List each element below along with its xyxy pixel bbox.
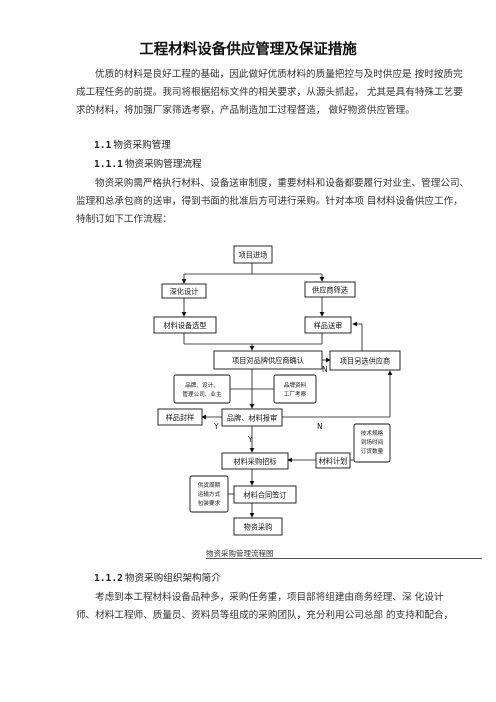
flow-node-sample-review — [304, 316, 352, 334]
flow-text-purchase: 物资采购 — [244, 523, 273, 532]
flow-node-contract-sign — [233, 485, 297, 504]
heading-number: 1.1 — [94, 140, 112, 151]
flow-node-brand-review — [221, 408, 283, 427]
flow-text-brand-confirm: 项目对品牌供应商确认 — [232, 356, 304, 365]
flow-label-no-1: N — [322, 365, 328, 374]
heading-text: 物资采购管理 — [113, 140, 171, 151]
flow-text-material-plan: 材料计划 — [319, 457, 348, 466]
flow-node-project-bid — [233, 245, 273, 264]
intro-paragraph: 优质的材料是良好工程的基础，因此做好优质材料的质量把控与及时供应是 按时按质完 … — [76, 66, 480, 121]
flow-line-2: 监理和总承包商的送审，得到书面的批准后方可进行采购。针对本项 目材料设备供应工作… — [76, 196, 463, 208]
flow-note-parties — [173, 374, 231, 404]
flow-node-purchase — [233, 517, 283, 536]
heading-text: 物资采购组织架构简介 — [124, 573, 221, 584]
flow-note-supply-line-3: 包装要求 — [198, 499, 221, 507]
flow-label-yes-2: Y — [247, 435, 253, 444]
flow-note-inspect-line-1: 品牌资料 — [284, 381, 307, 389]
flow-note-parties-line-2: 管理公司、业主 — [182, 390, 222, 398]
flow-note-inspect — [273, 374, 317, 404]
flow-label-no-2: N — [317, 422, 323, 431]
flow-line-1: 物资采购需严格执行材料、设备送审制度，重要材料和设备都要履行对业主、管理公司、 — [95, 178, 470, 189]
heading-number: 1.1.2 — [94, 573, 123, 584]
flow-text-sample-review: 样品送审 — [314, 321, 343, 330]
flow-text-supplier-screen: 供应商筛选 — [312, 286, 348, 295]
flow-text-deepen-design: 深化设计 — [170, 287, 199, 296]
flow-note-supply — [189, 475, 229, 513]
flow-text-procure-bid: 材料采购招标 — [233, 457, 276, 466]
flow-note-tech — [353, 423, 391, 463]
heading-number: 1.1.1 — [94, 159, 123, 170]
flow-note-inspect-line-2: 工厂考察 — [284, 390, 307, 398]
flow-node-material-select — [153, 316, 217, 334]
org-line-1: 考虑到本工程材料设备品种多，采购任务重，项目部将组建由商务经理、深 化设计 — [95, 592, 444, 603]
org-line-2: 师、材料工程师、质量员、资料员等组成的采购团队，充分利用公司总部 的支持和配合， — [76, 610, 454, 622]
flow-note-supply-line-2: 运输方式 — [198, 490, 221, 498]
flow-note-tech-line-1: 技术规格 — [361, 429, 384, 437]
flow-note-tech-line-3: 订货数量 — [361, 447, 384, 455]
flow-node-procure-bid — [221, 452, 289, 470]
flow-paragraph: 物资采购需严格执行材料、设备送审制度，重要材料和设备都要履行对业主、管理公司、 … — [76, 175, 480, 230]
page-title: 工程材料设备供应管理及保证措施 — [139, 42, 357, 58]
flow-line-3: 特制订如下工作流程： — [76, 214, 172, 226]
flow-text-brand-review: 品牌、材料报审 — [227, 414, 277, 423]
flow-node-supplier-screen — [304, 281, 356, 298]
flow-text-contract-sign: 材料合同签订 — [243, 491, 286, 500]
flow-node-deepen-design — [161, 283, 207, 299]
flow-text-alt-supplier: 项目另选供应商 — [340, 357, 390, 366]
flow-note-tech-line-2: 到场时间 — [361, 438, 384, 446]
procurement-flowchart: 项目进场 深化设计 供应商筛选 材料设备选型 样品送审 项目对品牌供应商确认 项… — [153, 245, 401, 536]
flow-label-yes-1: Y — [213, 422, 219, 431]
intro-line-2: 成工程任务的前提。我司将根据招标文件的相关要求，从源头抓起， 尤其是具有特殊工艺… — [76, 87, 463, 99]
caption-divider — [206, 558, 482, 559]
flow-note-parties-line-1: 品牌、设计、 — [185, 381, 219, 389]
org-paragraph: 考虑到本工程材料设备品种多，采购任务重，项目部将组建由商务经理、深 化设计 师、… — [76, 589, 480, 625]
intro-line-3: 求的材料，将加强厂家筛选考察，产品制造加工过程督造， 做好物资供应管理。 — [76, 105, 415, 117]
flow-note-supply-line-1: 供货周期 — [198, 481, 221, 489]
flow-text-project-bid: 项目进场 — [239, 251, 268, 260]
intro-line-1: 优质的材料是良好工程的基础，因此做好优质材料的质量把控与及时供应是 按时按质完 — [95, 69, 463, 80]
flow-text-material-select: 材料设备选型 — [163, 321, 206, 330]
flow-node-material-plan — [315, 452, 351, 469]
flow-node-sample-seal — [157, 408, 203, 426]
flow-node-brand-confirm — [213, 350, 323, 370]
heading-text: 物资采购管理流程 — [124, 159, 202, 170]
flow-text-sample-seal: 样品封样 — [166, 413, 195, 422]
flow-node-alt-supplier — [329, 350, 401, 371]
flowchart-caption: 物资采购管理流程图 — [206, 549, 274, 558]
